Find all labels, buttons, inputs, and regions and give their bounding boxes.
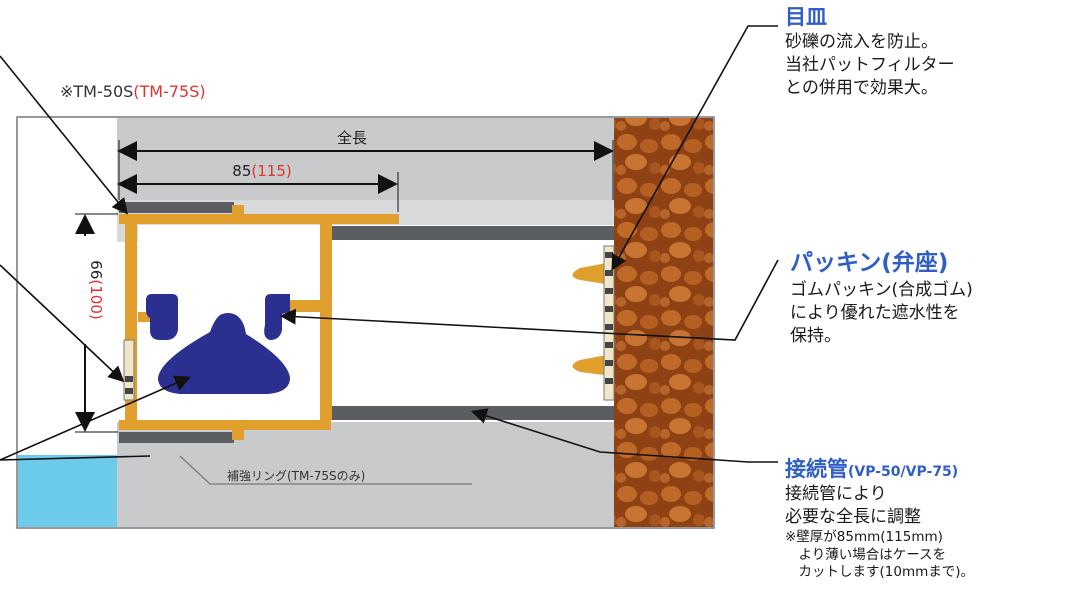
packing-seat [146, 294, 290, 340]
reinforcement-ring-bottom [119, 432, 234, 443]
water [18, 455, 117, 527]
callout-pipe-desc-1: 接続管により [785, 484, 887, 505]
callout-packing: パッキン(弁座) ゴムパッキン(合成ゴム) により優れた遮水性を 保持。 [790, 248, 973, 348]
case-length-label: 85(115) [232, 162, 291, 180]
callout-packing-desc-1: ゴムパッキン(合成ゴム) [790, 280, 973, 301]
callout-packing-desc-3: 保持。 [790, 325, 841, 346]
diagram-frame [16, 116, 715, 529]
total-length-label: 全長 [337, 129, 367, 147]
callout-pipe-note-3: カットします(10mmまで)。 [785, 564, 975, 581]
callout-strainer: 目皿 砂礫の流入を防止。 当社パットフィルター との併用で効果大。 [785, 3, 955, 100]
callout-strainer-title: 目皿 [785, 5, 827, 29]
soil [614, 118, 713, 527]
connecting-pipe-bottom [330, 406, 614, 420]
model-label: ※TM-50S(TM-75S) [60, 82, 206, 101]
callout-strainer-desc-2: 当社パットフィルター [785, 55, 955, 76]
reinforcement-label: 補強リング(TM-75Sのみ) [227, 469, 365, 483]
callout-pipe-note-2: より薄い場合はケースを [785, 546, 947, 563]
callout-pipe-desc-2: 必要な全長に調整 [785, 507, 921, 528]
callout-strainer-desc-1: 砂礫の流入を防止。 [785, 32, 938, 53]
reinforcement-ring-top [119, 202, 234, 213]
callout-pipe: 接続管(VP-50/VP-75) 接続管により 必要な全長に調整 ※壁厚が85m… [785, 455, 974, 582]
callout-packing-desc-2: により優れた遮水性を [790, 302, 960, 323]
height-label: 66(100) [87, 260, 105, 319]
callout-pipe-title: 接続管(VP-50/VP-75) [785, 457, 959, 481]
callout-strainer-desc-3: との併用で効果大。 [785, 78, 938, 99]
connecting-pipe-top [330, 226, 614, 240]
callout-packing-title: パッキン(弁座) [790, 250, 949, 276]
valve-float [158, 313, 290, 394]
callout-pipe-note-1: ※壁厚が85mm(115mm) [785, 529, 943, 546]
strainer [123, 245, 615, 401]
